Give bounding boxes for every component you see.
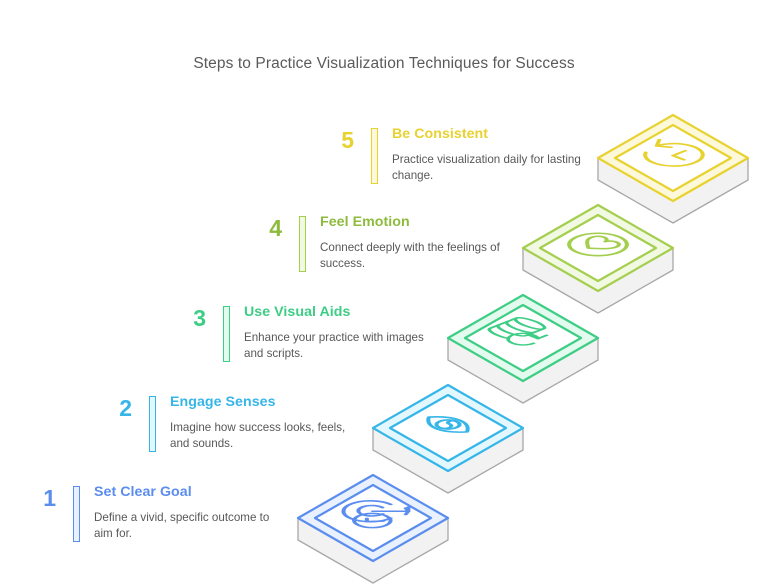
step-diamond-1: [296, 473, 450, 563]
step-description-5: Practice visualization daily for lasting…: [392, 152, 581, 183]
step-accent-bar-4: [299, 216, 306, 272]
step-description-3: Enhance your practice with images and sc…: [244, 330, 424, 361]
heart-circle-icon: [557, 229, 639, 261]
step-title-3: Use Visual Aids: [244, 304, 351, 320]
step-accent-bar-5: [371, 128, 378, 184]
step-diamond-5: [596, 113, 750, 203]
page-title: Steps to Practice Visualization Techniqu…: [193, 55, 575, 72]
step-diamond-4: [521, 203, 675, 293]
step-block-4: [521, 203, 675, 314]
step-accent-bar-3: [223, 306, 230, 362]
step-description-2: Imagine how success looks, feels, and so…: [170, 420, 346, 451]
step-number-2: 2: [119, 395, 132, 421]
eye-icon: [418, 413, 479, 437]
step-description-1: Define a vivid, specific outcome to aim …: [94, 510, 270, 541]
step-text-3: 3 Use Visual Aids Enhance your practice …: [172, 304, 436, 363]
step-text-1: 1 Set Clear Goal Define a vivid, specifi…: [22, 484, 286, 543]
step-title-2: Engage Senses: [170, 394, 276, 410]
step-accent-bar-2: [149, 396, 156, 452]
step-text-4: 4 Feel Emotion Connect deeply with the f…: [248, 214, 512, 273]
step-diamond-3: [446, 293, 600, 383]
step-diamond-2: [371, 383, 525, 473]
step-text-2: 2 Engage Senses Imagine how success look…: [98, 394, 362, 453]
step-title-1: Set Clear Goal: [94, 484, 192, 500]
step-title-5: Be Consistent: [392, 126, 489, 142]
target-check-icon: [327, 494, 420, 530]
step-block-2: [371, 383, 525, 494]
step-block-1: [296, 473, 450, 584]
clock-rewind-icon: [627, 136, 715, 170]
database-refresh-icon: [480, 314, 565, 350]
step-number-1: 1: [43, 485, 56, 511]
step-description-4: Connect deeply with the feelings of succ…: [320, 240, 500, 271]
step-text-5: 5 Be Consistent Practice visualization d…: [320, 126, 584, 185]
step-accent-bar-1: [73, 486, 80, 542]
step-block-3: [446, 293, 600, 404]
step-number-5: 5: [341, 127, 354, 153]
step-number-4: 4: [269, 215, 282, 241]
step-title-4: Feel Emotion: [320, 214, 410, 230]
step-number-3: 3: [193, 305, 206, 331]
step-block-5: [596, 113, 750, 224]
